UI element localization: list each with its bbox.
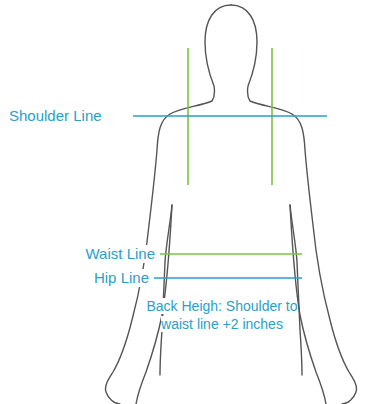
hip-line-label: Hip Line bbox=[93, 269, 150, 287]
back-height-note: Back Heigh: Shoulder to waist line +2 in… bbox=[137, 297, 307, 333]
waist-line-label: Waist Line bbox=[85, 245, 156, 263]
shoulder-line-label: Shoulder Line bbox=[8, 107, 103, 125]
body-outline bbox=[105, 5, 231, 404]
hip-line bbox=[154, 277, 302, 279]
torso-right-side bbox=[290, 205, 302, 375]
body-outline bbox=[231, 5, 357, 404]
shoulder-line bbox=[133, 115, 327, 117]
torso-left-side bbox=[160, 205, 172, 375]
waist-line bbox=[160, 253, 302, 255]
